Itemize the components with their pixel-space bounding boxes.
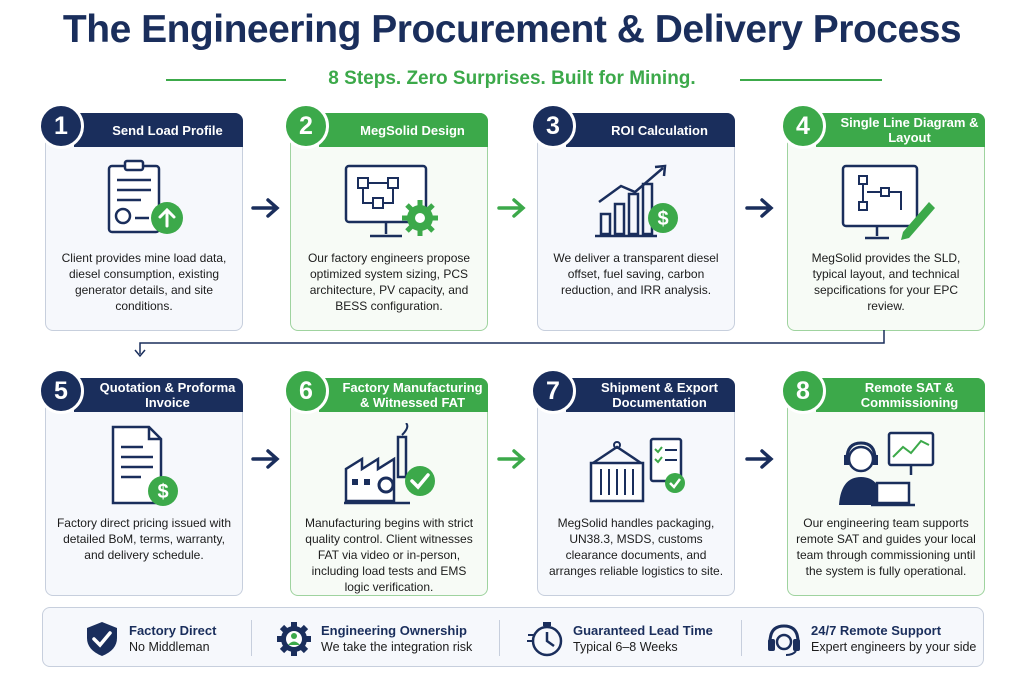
step-description: MegSolid handles packaging, UN38.3, MSDS…	[548, 516, 724, 578]
step-number: 1	[38, 103, 84, 149]
arrow-right-icon	[497, 198, 526, 218]
step-number: 7	[530, 368, 576, 414]
step-number: 6	[283, 368, 329, 414]
arrow-right-icon	[251, 449, 280, 469]
step-description: Our engineering team supports remote SAT…	[796, 516, 976, 578]
step-description: Manufacturing begins with strict quality…	[304, 516, 474, 594]
footer-item-subtitle: No Middleman	[129, 640, 210, 654]
step-description: Factory direct pricing issued with detai…	[56, 516, 232, 562]
growth-chart-dollar-icon: $	[595, 164, 678, 238]
stopwatch-icon	[527, 622, 563, 657]
diagram-pencil-icon	[841, 164, 935, 240]
step-card-6: Factory Manufacturing & Witnessed FAT 6 …	[283, 368, 488, 596]
footer-item-title: 24/7 Remote Support	[811, 623, 942, 638]
footer-divider	[741, 620, 742, 656]
step-card-2: MegSolid Design 2 Our factory engineers …	[283, 103, 488, 331]
headset-icon	[768, 624, 800, 656]
step-title: ROI Calculation	[566, 113, 735, 147]
arrow-right-icon	[745, 198, 774, 218]
step-description: Our factory engineers propose optimized …	[307, 251, 471, 313]
footer-item-title: Factory Direct	[129, 623, 217, 638]
step-title: Factory Manufacturing & Witnessed FAT	[319, 378, 488, 412]
step-title: Single Line Diagram & Layout	[816, 113, 985, 147]
step-title: MegSolid Design	[319, 113, 488, 147]
step-title: Shipment & Export Documentation	[566, 378, 735, 412]
page-subtitle: 8 Steps. Zero Surprises. Built for Minin…	[328, 68, 696, 89]
step-number: 5	[38, 368, 84, 414]
svg-text:$: $	[157, 481, 168, 503]
monitor-gear-icon	[344, 164, 438, 238]
page-title: The Engineering Procurement & Delivery P…	[62, 8, 962, 51]
subtitle-row: 8 Steps. Zero Surprises. Built for Minin…	[0, 68, 1024, 92]
step-title: Remote SAT & Commissioning	[816, 378, 985, 412]
footer-bar: Factory Direct No Middleman Engineering …	[42, 607, 984, 667]
svg-text:$: $	[657, 208, 668, 230]
step-number: 8	[780, 368, 826, 414]
step-title: Quotation & Proforma Invoice	[74, 378, 243, 412]
step-description: MegSolid provides the SLD, typical layou…	[811, 251, 961, 313]
gear-person-icon	[277, 622, 311, 656]
row-connector	[134, 330, 885, 358]
step-card-8: Remote SAT & Commissioning 8 Our enginee…	[780, 368, 985, 596]
footer-divider	[499, 620, 500, 656]
footer-item-title: Guaranteed Lead Time	[573, 623, 713, 638]
step-card-7: Shipment & Export Documentation 7 MegSol…	[530, 368, 735, 596]
footer-item-subtitle: We take the integration risk	[321, 640, 473, 654]
support-monitor-icon	[839, 431, 935, 507]
step-title: Send Load Profile	[74, 113, 243, 147]
invoice-dollar-icon: $	[111, 425, 178, 506]
arrow-right-icon	[497, 449, 526, 469]
arrow-right-icon	[745, 449, 774, 469]
step-description: Client provides mine load data, diesel c…	[61, 251, 227, 313]
step-card-4: Single Line Diagram & Layout 4 MegSolid …	[780, 103, 985, 331]
step-card-3: ROI Calculation 3 $ We deliver a transpa…	[530, 103, 735, 331]
subtitle-line-right	[740, 79, 882, 81]
footer-divider	[251, 620, 252, 656]
step-number: 2	[283, 103, 329, 149]
clipboard-upload-icon	[107, 159, 183, 234]
step-card-1: Send Load Profile 1 Client provides mine…	[38, 103, 243, 331]
footer-item-subtitle: Expert engineers by your side	[811, 640, 977, 654]
footer-item-subtitle: Typical 6–8 Weeks	[573, 640, 678, 654]
step-number: 4	[780, 103, 826, 149]
factory-check-icon	[344, 423, 435, 505]
subtitle-line-left	[166, 79, 286, 81]
container-checklist-icon	[589, 437, 685, 503]
step-number: 3	[530, 103, 576, 149]
step-card-5: Quotation & Proforma Invoice 5 $ Factory…	[38, 368, 243, 596]
footer-item-title: Engineering Ownership	[321, 623, 467, 638]
shield-check-icon	[87, 622, 117, 656]
step-description: We deliver a transparent diesel offset, …	[553, 251, 719, 297]
arrow-right-icon	[251, 198, 280, 218]
